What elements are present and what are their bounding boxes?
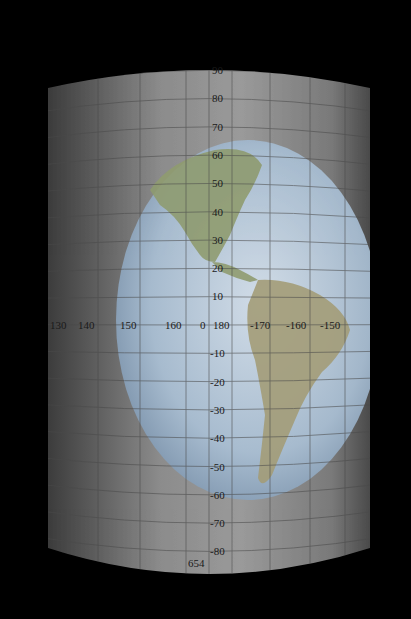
coordinate-label: -70 — [210, 517, 225, 529]
longitude-line — [345, 40, 346, 600]
coordinate-label: 20 — [212, 262, 223, 274]
longitude-line — [209, 40, 210, 600]
coordinate-label: 80 — [212, 92, 223, 104]
coordinate-label: 40 — [212, 206, 223, 218]
longitude-line — [232, 40, 233, 600]
coordinate-label: 50 — [212, 177, 223, 189]
longitude-line — [98, 40, 99, 600]
graticule — [40, 40, 378, 600]
coordinate-label: 130 — [50, 319, 67, 331]
longitude-line — [310, 40, 311, 600]
coordinate-label: -10 — [210, 347, 225, 359]
coordinate-label: 150 — [120, 319, 137, 331]
longitude-line — [186, 40, 187, 600]
coordinate-label: -160 — [286, 319, 306, 331]
central-america — [212, 262, 258, 282]
coordinate-label: -80 — [210, 545, 225, 557]
longitude-line — [140, 40, 141, 600]
coordinate-label: -50 — [210, 461, 225, 473]
north-america — [150, 149, 262, 262]
coordinate-label: -60 — [210, 489, 225, 501]
coordinate-label: 0 — [200, 319, 206, 331]
coordinate-label: 60 — [212, 149, 223, 161]
coordinate-label: -30 — [210, 404, 225, 416]
globe-disk — [116, 140, 380, 500]
coordinate-label: 30 — [212, 234, 223, 246]
coordinate-label: 70 — [212, 121, 223, 133]
coordinate-label: -20 — [210, 376, 225, 388]
counter-text: 654 — [188, 557, 205, 569]
coordinate-label: 90 — [212, 64, 223, 76]
coordinate-label: 180 — [213, 319, 230, 331]
coordinate-label: -170 — [250, 319, 270, 331]
coordinate-label: 10 — [212, 290, 223, 302]
coordinate-label: 160 — [165, 319, 182, 331]
coordinate-label: -40 — [210, 432, 225, 444]
coordinate-label: -150 — [320, 319, 340, 331]
coordinate-label: 140 — [78, 319, 95, 331]
